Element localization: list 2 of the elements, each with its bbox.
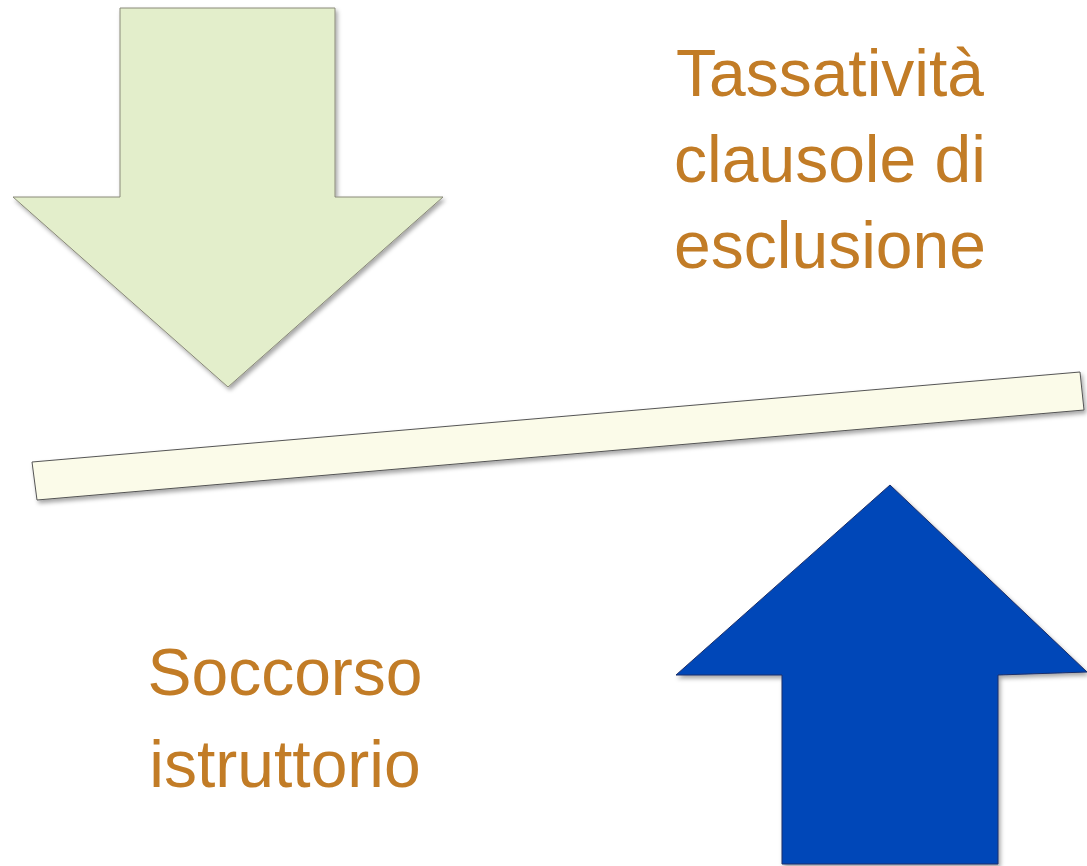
heading-text: Soccorso istruttorio <box>146 634 424 803</box>
heading-text: Tassatività clausole di esclusione <box>673 35 987 284</box>
